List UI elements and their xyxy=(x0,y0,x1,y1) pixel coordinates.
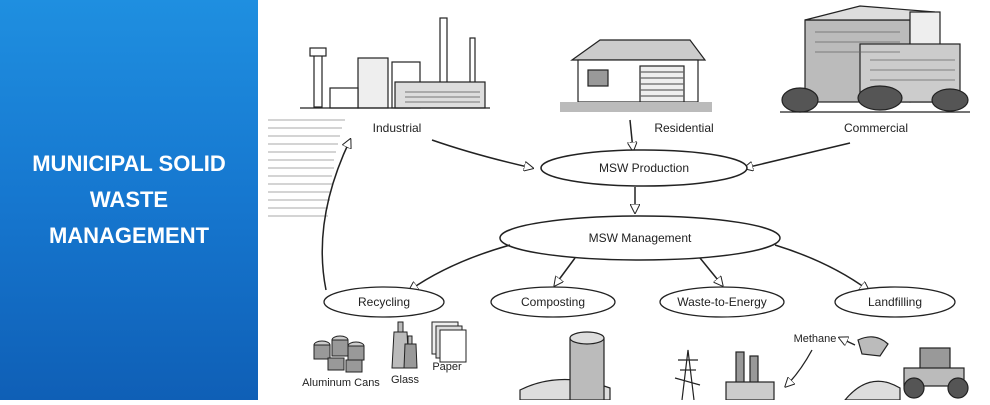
arrow-management-to-composting xyxy=(555,257,576,285)
industrial-icon xyxy=(300,17,490,109)
industrial-hatch xyxy=(268,119,345,217)
label-industrial: Industrial xyxy=(373,121,422,135)
label-msw-management: MSW Management xyxy=(589,231,692,245)
compost-bin-icon xyxy=(519,331,611,401)
arrow-management-to-wte xyxy=(699,257,722,285)
label-residential: Residential xyxy=(654,121,713,135)
bulldozer-icon xyxy=(843,336,969,401)
commercial-icon xyxy=(780,5,970,113)
panel-title-line-1: MUNICIPAL SOLID xyxy=(32,151,226,176)
label-composting: Composting xyxy=(521,295,585,309)
label-commercial: Commercial xyxy=(844,121,908,135)
node-waste-to-energy xyxy=(659,286,785,318)
arrow-residential-to-production xyxy=(630,119,633,150)
power-plant-icon xyxy=(674,349,775,401)
arrow-management-to-landfilling xyxy=(774,244,868,290)
paper-icon xyxy=(431,321,467,363)
arrow-methane-to-wte xyxy=(786,349,813,386)
residential-icon xyxy=(560,39,712,112)
node-msw-production xyxy=(540,149,748,187)
arrow-landfill-to-methane xyxy=(840,338,856,345)
title-panel: MUNICIPAL SOLID WASTE MANAGEMENT xyxy=(0,0,258,400)
glass-icon xyxy=(391,321,418,369)
panel-title-line-2: WASTE xyxy=(89,187,169,212)
aluminum-cans-icon xyxy=(313,335,365,373)
node-composting xyxy=(490,286,616,318)
label-landfilling: Landfilling xyxy=(868,295,922,309)
arrow-recycling-to-industrial xyxy=(321,140,350,291)
arrow-commercial-to-production xyxy=(745,142,851,168)
label-paper: Paper xyxy=(432,361,462,373)
label-waste-to-energy: Waste-to-Energy xyxy=(677,295,767,309)
label-msw-production: MSW Production xyxy=(599,161,689,175)
node-landfilling xyxy=(834,286,956,318)
arrow-management-to-recycling xyxy=(410,244,511,290)
node-msw-management xyxy=(499,215,781,261)
panel-title: MUNICIPAL SOLID WASTE MANAGEMENT xyxy=(19,146,239,254)
msw-diagram: Industrial Residential xyxy=(258,0,990,401)
label-methane: Methane xyxy=(794,333,837,345)
node-recycling xyxy=(323,286,445,318)
arrow-industrial-to-production xyxy=(431,139,532,168)
label-aluminum-cans: Aluminum Cans xyxy=(302,377,380,389)
diagram-svg: Industrial Residential xyxy=(268,5,970,401)
label-recycling: Recycling xyxy=(358,295,410,309)
label-glass: Glass xyxy=(391,374,420,386)
panel-title-line-3: MANAGEMENT xyxy=(48,223,210,248)
